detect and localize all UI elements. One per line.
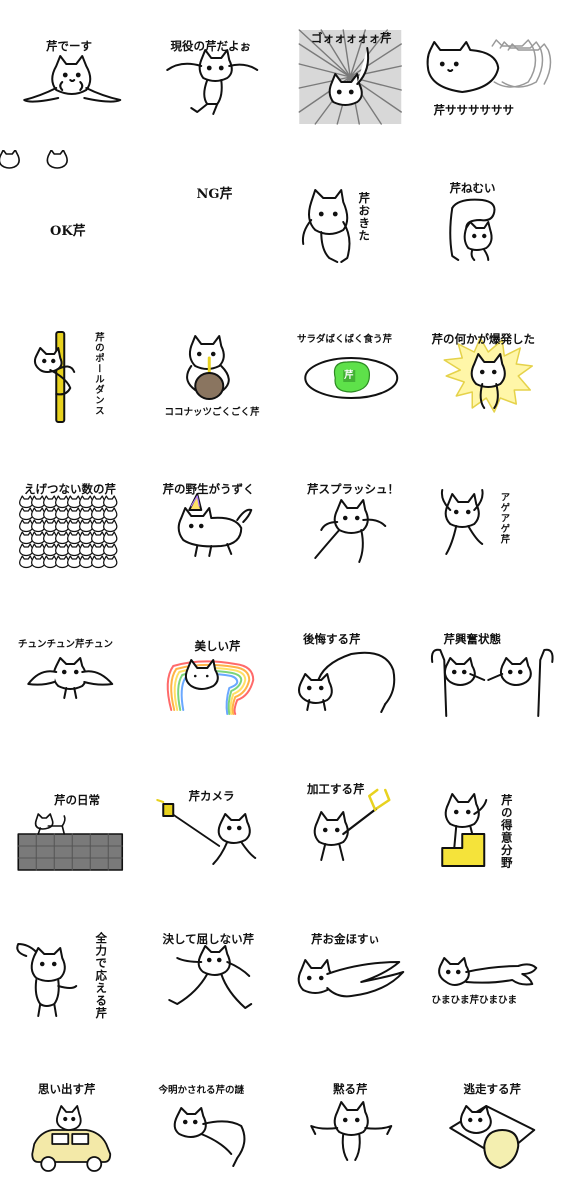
cat-group-ok-icon xyxy=(0,150,68,169)
sticker-6[interactable]: NG芹 xyxy=(141,150,282,300)
cat-pole-dance-icon xyxy=(0,300,141,450)
sticker-3[interactable]: ゴォォォォォ芹 xyxy=(281,0,422,150)
sticker-19[interactable]: 後悔する芹 xyxy=(281,600,422,750)
cat-crowd-icon xyxy=(19,495,118,600)
sticker-label: 芹でーす xyxy=(46,39,92,53)
sticker-badge: 芹 xyxy=(344,370,354,381)
sticker-5[interactable]: OK芹 xyxy=(0,150,141,300)
cat-splash-icon xyxy=(281,450,422,600)
cat-silent-icon xyxy=(281,1050,422,1200)
sticker-13[interactable]: えげつない数の芹 xyxy=(0,450,141,600)
sticker-label: アゲアゲ芹 xyxy=(498,492,510,545)
cat-full-power-icon xyxy=(0,900,141,1050)
sticker-1[interactable]: 芹でーす xyxy=(0,0,141,150)
sticker-7[interactable]: 芹おきた xyxy=(281,150,422,300)
sticker-28[interactable]: ひまひま芹ひまひま xyxy=(422,900,562,1050)
cat-mystery-icon xyxy=(141,1050,282,1200)
sticker-16[interactable]: アゲアゲ芹 xyxy=(422,450,562,600)
sticker-12[interactable]: 芹の何かが爆発した xyxy=(422,300,562,450)
sticker-label: えげつない数の芹 xyxy=(24,482,116,496)
sticker-14[interactable]: 芹の野生がうずく xyxy=(141,450,282,600)
sticker-label: 思い出す芹 xyxy=(38,1082,96,1096)
cat-coconut-icon xyxy=(141,300,282,450)
sticker-23[interactable]: 加工する芹 xyxy=(281,750,422,900)
sticker-label: 芹の何かが爆発した xyxy=(431,332,536,346)
sticker-label: 芹興奮状態 xyxy=(443,632,502,646)
cat-dancing-icon xyxy=(141,0,282,150)
sticker-4[interactable]: 芹ササササササ xyxy=(422,0,562,150)
sticker-label: サラダばくばく食う芹 xyxy=(297,334,393,345)
sticker-label: チュンチュン芹チュン xyxy=(18,639,114,650)
cat-salad-icon xyxy=(281,300,422,450)
sticker-30[interactable]: 今明かされる芹の謎 xyxy=(141,1050,282,1200)
sticker-20[interactable]: 芹興奮状態 xyxy=(422,600,562,750)
cat-escape-icon xyxy=(422,1050,562,1200)
cat-explosion-icon xyxy=(422,300,562,450)
sticker-label: 美しい芹 xyxy=(194,639,241,653)
sticker-32[interactable]: 逃走する芹 xyxy=(422,1050,562,1200)
sticker-17[interactable]: チュンチュン芹チュン xyxy=(0,600,141,750)
cat-regret-icon xyxy=(281,600,422,750)
cat-never-give-up-icon xyxy=(141,900,282,1050)
sticker-9[interactable]: 芹のポールダンス xyxy=(0,300,141,450)
sticker-label: 黙る芹 xyxy=(333,1082,368,1096)
cat-on-wall-icon xyxy=(0,750,141,900)
cat-want-money-icon xyxy=(281,900,422,1050)
sticker-label: ココナッツごくごく芹 xyxy=(164,407,260,418)
sticker-label: ひまひま芹ひまひま xyxy=(431,995,518,1006)
cat-standing-up-icon xyxy=(281,150,422,300)
cat-fusion-background-icon xyxy=(281,0,422,150)
sticker-label: 芹のポールダンス xyxy=(92,332,104,416)
cat-bored-icon xyxy=(422,900,562,1050)
sticker-label: 芹の野生がうずく xyxy=(162,482,255,496)
cat-selfie-icon xyxy=(141,750,282,900)
cat-rainbow-icon xyxy=(141,600,282,750)
sticker-11[interactable]: サラダばくばく食う芹 芹 xyxy=(281,300,422,450)
sticker-label: ゴォォォォォ芹 xyxy=(311,31,392,45)
cat-car-icon xyxy=(0,1050,141,1200)
sticker-label: 芹の得意分野 xyxy=(499,794,514,869)
sticker-31[interactable]: 黙る芹 xyxy=(281,1050,422,1200)
sticker-21[interactable]: 芹の日常 xyxy=(0,750,141,900)
sticker-24[interactable]: 芹の得意分野 xyxy=(422,750,562,900)
sticker-label: 加工する芹 xyxy=(307,782,365,796)
sticker-26[interactable]: 決して屈しない芹 xyxy=(141,900,282,1050)
sticker-8[interactable]: 芹ねむい xyxy=(422,150,562,300)
sticker-29[interactable]: 思い出す芹 xyxy=(0,1050,141,1200)
sticker-label: 後悔する芹 xyxy=(303,632,361,646)
cat-bird-icon xyxy=(0,600,141,750)
cat-unicorn-icon xyxy=(141,450,282,600)
sticker-2[interactable]: 現役の芹だよぉ xyxy=(141,0,282,150)
sticker-label: 芹ササササササ xyxy=(433,103,515,117)
sticker-label: 今明かされる芹の謎 xyxy=(158,1085,245,1096)
sticker-label: 決して屈しない芹 xyxy=(162,932,255,946)
cat-sleepy-icon xyxy=(422,150,562,300)
sticker-label: 逃走する芹 xyxy=(463,1082,522,1096)
sticker-25[interactable]: 全力で応える芹 xyxy=(0,900,141,1050)
sticker-27[interactable]: 芹お金ほすぃ xyxy=(281,900,422,1050)
sticker-label: NG芹 xyxy=(196,187,233,202)
sticker-label: 芹の日常 xyxy=(54,793,100,807)
sticker-label: 芹お金ほすぃ xyxy=(311,932,380,946)
sticker-18[interactable]: 美しい芹 xyxy=(141,600,282,750)
sticker-label: 芹スプラッシュ！ xyxy=(307,482,399,496)
sticker-label: 現役の芹だよぉ xyxy=(170,39,252,53)
sticker-label: OK芹 xyxy=(50,224,86,239)
sticker-label: 芹ねむい xyxy=(449,181,496,195)
cat-stairs-icon xyxy=(422,750,562,900)
cat-afterimage-icon xyxy=(422,0,562,150)
sticker-label: 芹おきた xyxy=(357,192,372,242)
cat-group-ng-icon xyxy=(141,150,282,300)
sticker-10[interactable]: ココナッツごくごく芹 xyxy=(141,300,282,450)
sticker-label: 全力で応える芹 xyxy=(94,932,109,1020)
sticker-label: 芹カメラ xyxy=(188,789,235,803)
cat-hype-icon xyxy=(422,450,562,600)
cat-grabber-icon xyxy=(281,750,422,900)
cat-excited-pair-icon xyxy=(422,600,562,750)
sticker-15[interactable]: 芹スプラッシュ！ xyxy=(281,450,422,600)
sticker-22[interactable]: 芹カメラ xyxy=(141,750,282,900)
cat-spread-legs-icon xyxy=(0,0,141,150)
